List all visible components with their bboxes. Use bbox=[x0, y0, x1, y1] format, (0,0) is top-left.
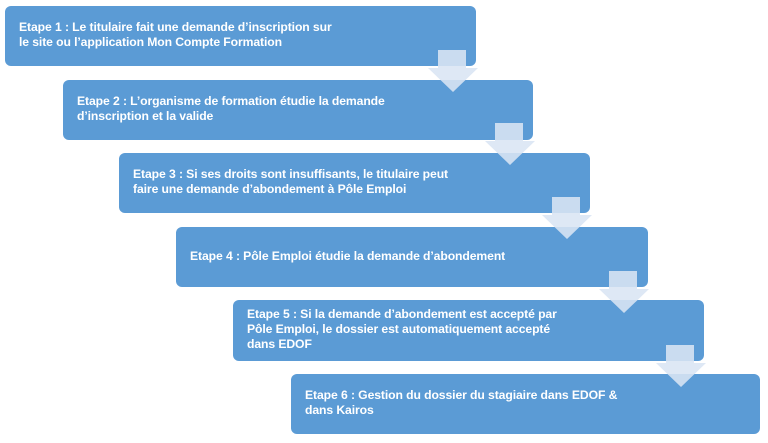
step-1-box: Etape 1 : Le titulaire fait une demande … bbox=[5, 6, 476, 66]
step-5-label: Etape 5 : Si la demande d’abondement est… bbox=[247, 307, 557, 351]
step-6-label: Etape 6 : Gestion du dossier du stagiair… bbox=[305, 388, 618, 417]
step-3-label: Etape 3 : Si ses droits sont insuffisant… bbox=[133, 167, 449, 196]
step-4-box: Etape 4 : Pôle Emploi étudie la demande … bbox=[176, 227, 648, 287]
down-arrow-icon bbox=[428, 50, 478, 92]
down-arrow-icon bbox=[599, 271, 649, 313]
step-2-label: Etape 2 : L’organisme de formation étudi… bbox=[77, 94, 385, 123]
step-1-label: Etape 1 : Le titulaire fait une demande … bbox=[19, 20, 332, 49]
step-4-label: Etape 4 : Pôle Emploi étudie la demande … bbox=[190, 248, 506, 263]
down-arrow-icon bbox=[656, 345, 706, 387]
step-6-box: Etape 6 : Gestion du dossier du stagiair… bbox=[291, 374, 760, 434]
down-arrow-icon bbox=[485, 123, 535, 165]
down-arrow-icon bbox=[542, 197, 592, 239]
